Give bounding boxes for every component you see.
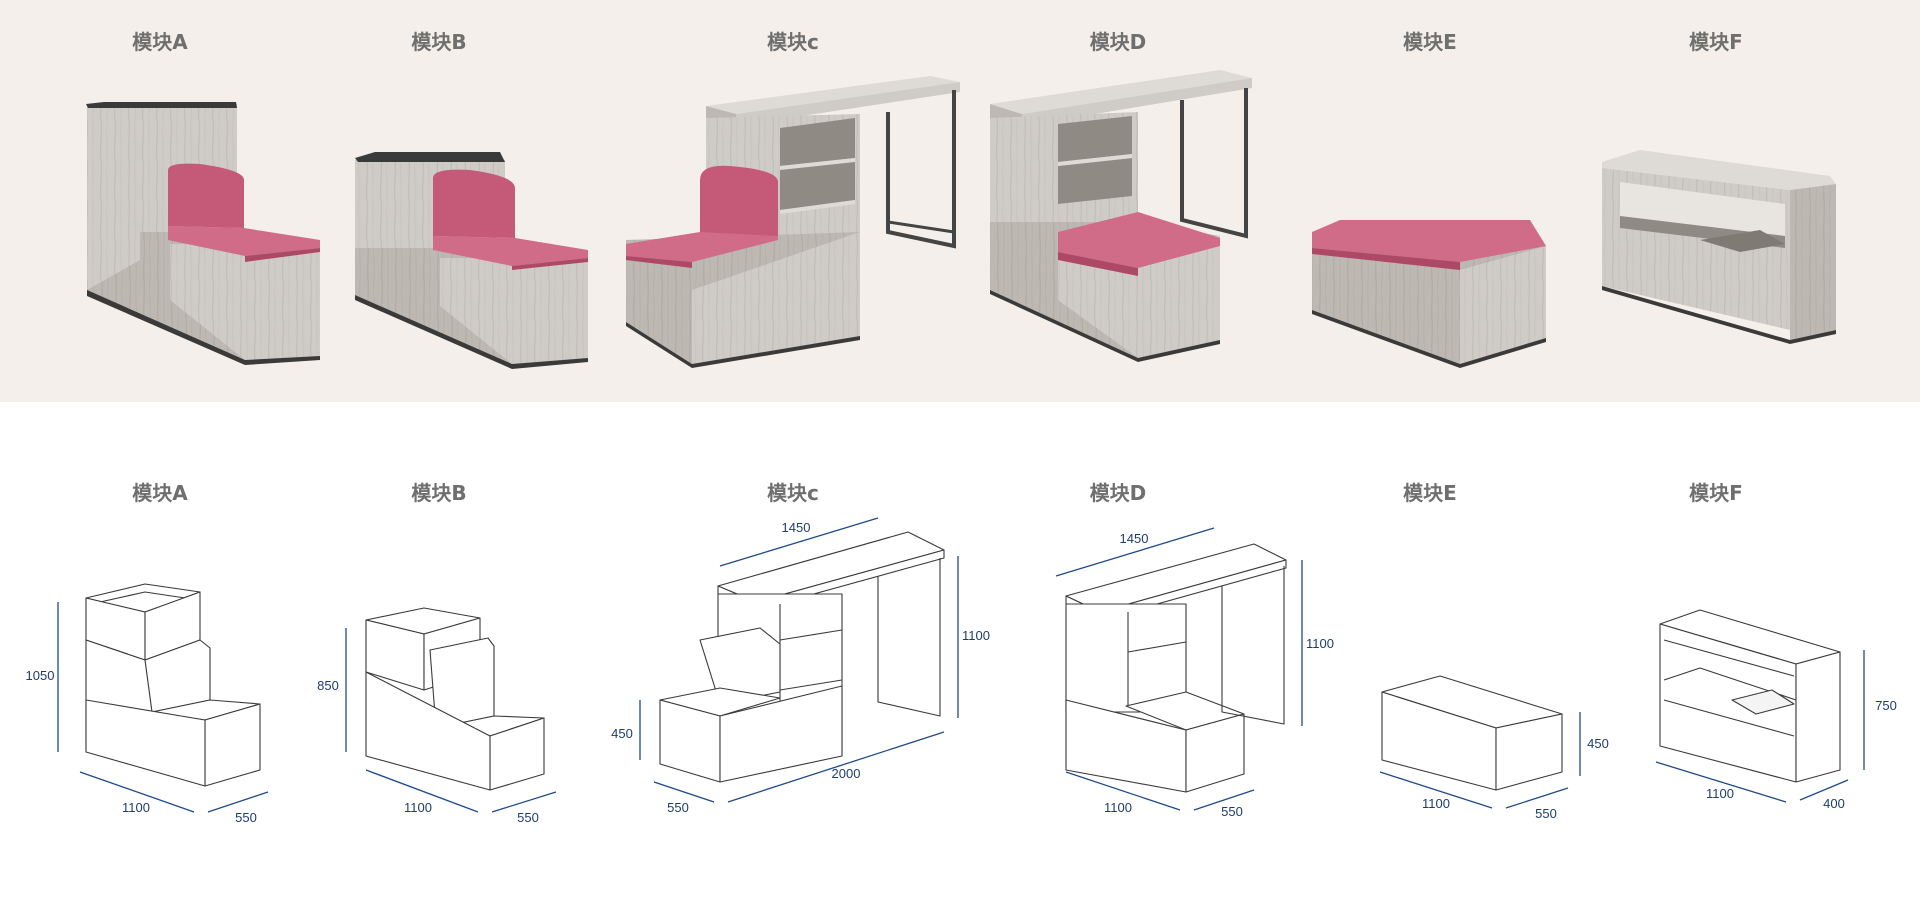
dim-c-height: 1100 [962, 628, 990, 643]
render-module-c [626, 76, 960, 368]
drawing-title-e: 模块E [1403, 481, 1457, 505]
drawing-module-a: 1050 1100 550 [26, 583, 269, 825]
dim-c-seat: 450 [611, 726, 633, 741]
dim-a-length: 1100 [122, 800, 150, 815]
dim-d-height: 1100 [1306, 636, 1334, 651]
dim-f-height: 750 [1875, 698, 1897, 713]
render-module-f [1602, 150, 1836, 344]
dim-b-height: 850 [317, 678, 339, 693]
dim-f-depth: 400 [1823, 796, 1845, 811]
dim-b-length: 1100 [404, 800, 432, 815]
render-title-f: 模块F [1689, 30, 1743, 54]
dim-e-depth: 550 [1535, 806, 1557, 821]
render-title-e: 模块E [1403, 30, 1457, 54]
drawing-title-f: 模块F [1689, 481, 1743, 505]
dim-e-height: 450 [1587, 736, 1609, 751]
render-title-c: 模块c [767, 30, 819, 54]
drawing-module-e: 450 1100 550 [1379, 675, 1609, 821]
render-module-b [355, 152, 588, 369]
render-title-b: 模块B [411, 30, 466, 54]
drawing-module-c: 1450 1100 450 2000 550 [611, 517, 990, 815]
drawing-title-b: 模块B [411, 481, 466, 505]
dim-c-length: 2000 [832, 766, 861, 781]
render-module-a [86, 102, 320, 365]
dim-a-depth: 550 [235, 810, 257, 825]
drawing-title-d: 模块D [1090, 481, 1147, 505]
dim-c-depth: 550 [667, 800, 689, 815]
dim-d-top: 1450 [1120, 531, 1149, 546]
render-module-e [1312, 220, 1546, 368]
dim-a-height: 1050 [26, 668, 55, 683]
dim-f-length: 1100 [1706, 786, 1734, 801]
dim-d-length: 1100 [1104, 800, 1132, 815]
drawing-module-d: 1450 1100 1100 550 [1055, 527, 1334, 819]
dim-e-length: 1100 [1422, 796, 1450, 811]
drawing-title-a: 模块A [132, 481, 188, 505]
drawing-title-c: 模块c [767, 481, 819, 505]
dim-d-depth: 550 [1221, 804, 1243, 819]
render-title-a: 模块A [132, 30, 188, 54]
drawing-module-f: 750 1100 400 [1655, 609, 1897, 811]
drawing-module-b: 850 1100 550 [317, 607, 557, 825]
render-module-d [990, 70, 1252, 362]
dim-c-top: 1450 [782, 520, 811, 535]
dim-b-depth: 550 [517, 810, 539, 825]
render-title-d: 模块D [1090, 30, 1147, 54]
